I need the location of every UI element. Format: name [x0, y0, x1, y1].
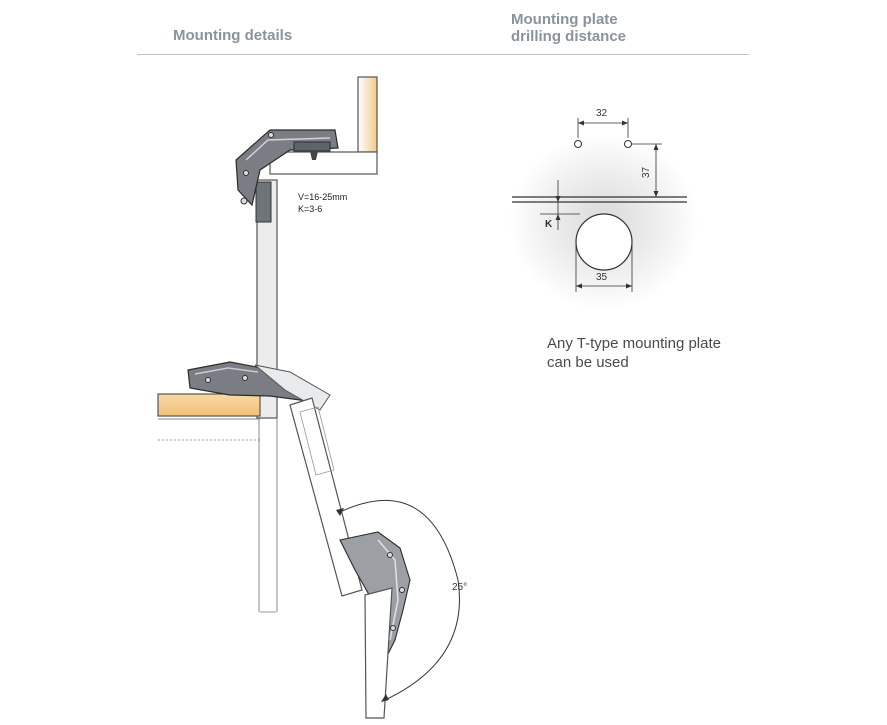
k-spec-label: K=3-6: [298, 204, 322, 214]
drilling-distance-title: Mounting plate drilling distance: [511, 11, 626, 45]
angle-label: 25°: [452, 582, 467, 593]
plate-spacing-label: 32: [596, 108, 608, 119]
mounting-detail-drawing: [157, 76, 460, 719]
drilling-diagram: [509, 118, 699, 310]
screw-hole-right: [624, 140, 632, 148]
opening-angle-arc: [339, 499, 460, 701]
base-panel: [157, 393, 261, 417]
door-panel: [256, 179, 278, 419]
screw-hole-left: [574, 140, 582, 148]
opening-door-lower: [364, 587, 393, 719]
k-dimension-label: K: [545, 219, 553, 230]
mounting-details-title: Mounting details: [173, 27, 293, 44]
top-hinge-plate: [255, 181, 272, 223]
plate-offset-label: 37: [641, 166, 652, 178]
note-line2: can be used: [547, 354, 629, 371]
drilling-title-line2: drilling distance: [511, 28, 627, 45]
top-shelf-panel: [269, 151, 378, 175]
header-divider: [137, 54, 749, 55]
cup-diameter-label: 35: [596, 272, 608, 283]
drilling-title-line1: Mounting plate: [511, 11, 618, 28]
mounting-plate-note: Any T-type mounting plate can be used: [547, 334, 721, 372]
top-wall-panel: [357, 76, 378, 153]
opening-door-upper: [289, 397, 363, 597]
cup-hole: [575, 213, 633, 271]
v-spec-label: V=16-25mm: [298, 192, 347, 202]
note-line1: Any T-type mounting plate: [547, 335, 721, 352]
